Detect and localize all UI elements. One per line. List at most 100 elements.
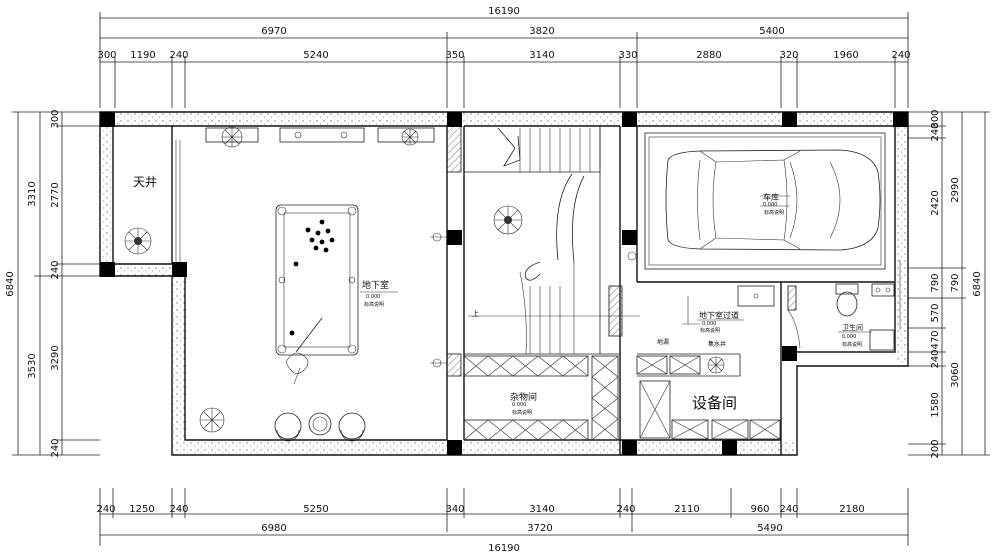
room-labels: 天井 地下室 0.000 标高说明 车库 0.000 标高说明 地下室过道 0.…	[133, 175, 872, 416]
dim-top-detail: 1190	[130, 50, 155, 61]
dim-top-total: 16190	[488, 6, 520, 17]
dim-right-mid: 2990	[950, 177, 961, 202]
elev-garage: 0.000	[763, 202, 777, 208]
top-dimensions: 16190 6970 3820 5400 300 1190 240 5240 3…	[97, 6, 911, 108]
dim-top-detail: 240	[891, 50, 910, 61]
dim-bottom-detail: 340	[445, 504, 464, 515]
dim-bottom-detail: 2180	[839, 504, 864, 515]
dim-top-detail: 330	[618, 50, 637, 61]
passage	[636, 285, 801, 377]
dim-top-detail: 5240	[303, 50, 328, 61]
label-equipment: 设备间	[692, 394, 737, 412]
dim-bottom-detail: 240	[616, 504, 635, 515]
columns	[100, 112, 908, 455]
dim-right-inner: 470	[930, 330, 941, 349]
dim-top-detail: 2880	[696, 50, 721, 61]
elev-bathroom: 0.000	[842, 334, 856, 340]
label-bathroom: 卫生间	[842, 323, 863, 332]
dim-top-detail: 1960	[833, 50, 858, 61]
dim-top-detail: 320	[779, 50, 798, 61]
dim-right-mid: 3060	[950, 362, 961, 387]
label-tianjing: 天井	[133, 175, 157, 189]
dim-left-total: 6840	[5, 271, 16, 296]
plant-icon	[401, 128, 419, 146]
elev-storage: 0.000	[512, 402, 526, 408]
left-dimensions: 6840 3310 3530 300 2770 240 3290 240	[5, 109, 100, 458]
plant-icon	[221, 126, 243, 148]
hatched-walls	[446, 125, 797, 377]
dim-left-outer: 3530	[27, 353, 38, 378]
right-dimensions: 300 240 2420 790 570 470 240 1580 200 29…	[908, 109, 990, 459]
note-basement: 标高说明	[364, 301, 384, 308]
label-passage: 地下室过道	[699, 310, 739, 320]
toilet-icon	[835, 283, 859, 317]
plant-icon	[493, 205, 523, 235]
dim-top-detail: 240	[169, 50, 188, 61]
note-storage: 标高说明	[512, 409, 532, 416]
dim-bottom-detail: 240	[779, 504, 798, 515]
elev-passage: 0.000	[702, 321, 716, 327]
dim-bottom-detail: 1250	[129, 504, 154, 515]
dim-bottom-detail: 240	[169, 504, 188, 515]
dim-right-inner: 300	[930, 109, 941, 128]
dim-top-detail: 3140	[529, 50, 554, 61]
stool-icon	[338, 412, 366, 442]
note-garage: 标高说明	[764, 209, 784, 216]
dim-right-inner: 240	[930, 349, 941, 368]
dim-right-inner: 1580	[930, 392, 941, 417]
dim-right-inner: 2420	[930, 190, 941, 215]
dim-right-inner: 200	[930, 439, 941, 458]
stair-hall: 上	[430, 126, 640, 368]
dim-left-inner: 3290	[50, 345, 61, 370]
dim-top-detail: 300	[97, 50, 116, 61]
dim-top-mid: 6970	[261, 26, 286, 37]
storage-room	[463, 355, 619, 441]
dim-right-total: 6840	[972, 271, 983, 296]
dim-bottom-mid: 5490	[757, 523, 782, 534]
dim-top-detail: 350	[445, 50, 464, 61]
table-icon	[308, 412, 332, 436]
stair-up-mark: 上	[472, 309, 479, 318]
billiard-table-icon	[275, 204, 359, 385]
dim-bottom-total: 16190	[488, 543, 520, 554]
label-basement: 地下室	[362, 279, 389, 291]
garage	[644, 132, 886, 270]
dim-bottom-detail: 960	[750, 504, 769, 515]
dim-bottom-mid: 6980	[261, 523, 286, 534]
dim-top-mid: 3820	[529, 26, 554, 37]
dim-bottom-detail: 2110	[674, 504, 699, 515]
equipment-room	[639, 380, 781, 440]
dim-left-inner: 300	[50, 109, 61, 128]
label-garage: 车库	[763, 192, 779, 202]
dim-right-inner: 790	[930, 273, 941, 292]
plant-icon	[124, 227, 152, 255]
dim-left-outer: 3310	[27, 181, 38, 206]
plant-icon	[707, 356, 725, 374]
dim-right-mid: 790	[950, 273, 961, 292]
dim-left-inner: 240	[50, 260, 61, 279]
dim-left-inner: 2770	[50, 182, 61, 207]
plant-icon	[199, 407, 225, 433]
car-icon	[665, 149, 881, 251]
dim-bottom-detail: 5250	[303, 504, 328, 515]
bottom-dimensions: 240 1250 240 5250 340 3140 240 2110 960 …	[96, 488, 909, 554]
courtyard	[124, 140, 181, 262]
dim-right-inner: 240	[930, 122, 941, 141]
label-sump: 集水井	[708, 340, 726, 348]
dim-left-inner: 240	[50, 438, 61, 457]
stool-icon	[274, 412, 302, 442]
note-passage: 标高说明	[700, 327, 720, 334]
label-storage: 杂物间	[510, 391, 537, 403]
elev-basement: 0.000	[366, 294, 380, 300]
label-floor-drain: 地漏	[657, 338, 669, 346]
dim-bottom-detail: 3140	[529, 504, 554, 515]
outer-walls	[99, 111, 909, 456]
dim-bottom-detail: 240	[96, 504, 115, 515]
dim-right-inner: 570	[930, 303, 941, 322]
dim-top-mid: 5400	[759, 26, 784, 37]
basement-room	[199, 126, 435, 442]
note-bathroom: 标高说明	[842, 341, 862, 348]
bathroom	[797, 260, 901, 353]
dim-bottom-mid: 3720	[527, 523, 552, 534]
